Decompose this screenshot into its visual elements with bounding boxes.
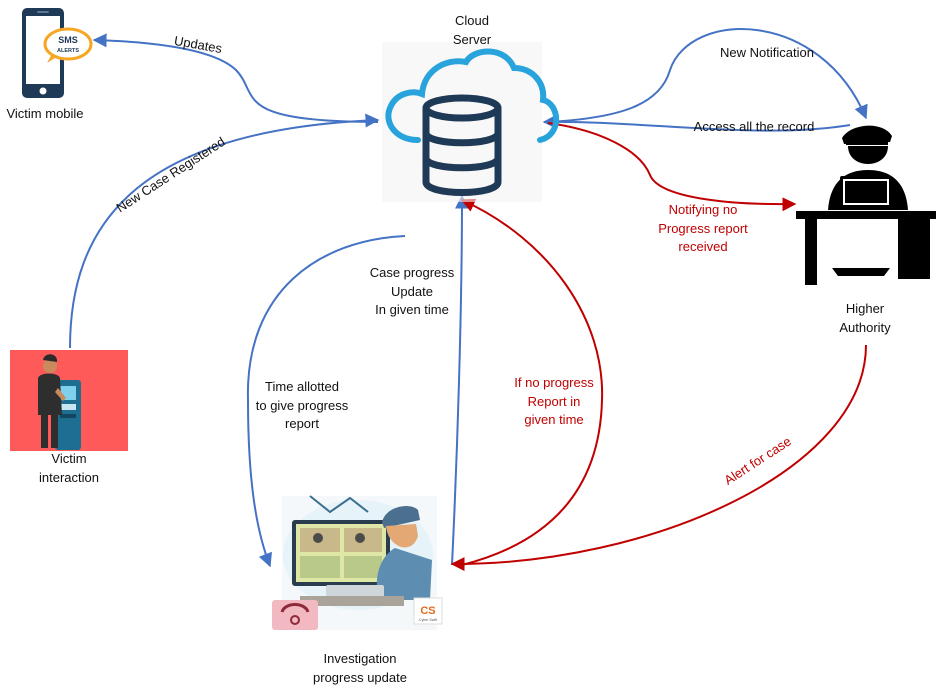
access-all-record-label: Access all the record [693, 119, 815, 134]
cloud-database-icon [382, 42, 559, 202]
investigation-label: Investigation progress update [313, 651, 407, 685]
edge-if-no-progress [460, 198, 604, 566]
sms-badge-subtext: ALERTS [57, 48, 79, 54]
edge-notifying-no-progress [547, 122, 797, 212]
new-notification-label: New Notification [720, 45, 814, 60]
cyber-swift-logo-subtext: Cyber Swift [419, 618, 437, 622]
victim-interaction-label: Victim interaction [39, 451, 99, 485]
edge-access-all-record [542, 114, 851, 132]
police-officer-laptop-icon [796, 125, 936, 285]
case-progress-update-label: Case progress Update In given time [369, 265, 455, 317]
time-allotted-label: Time allotted to give progress report [255, 379, 349, 431]
edge-case-progress-update [451, 194, 469, 566]
higher-authority-label: Higher Authority [839, 301, 891, 335]
edge-alert-for-case [450, 344, 867, 572]
person-at-kiosk-icon [10, 350, 128, 451]
sms-badge-text: SMS [58, 35, 78, 45]
edge-new-notification [547, 28, 868, 123]
edge-updates [92, 33, 379, 123]
edge-new-case-registered [69, 113, 380, 349]
notifying-no-progress-label: Notifying no Progress report received [658, 202, 748, 254]
if-no-progress-label: If no progress Report in given time [514, 375, 594, 427]
cloud-server-label: Cloud Server [452, 13, 492, 47]
edge-time-allotted [246, 235, 406, 568]
cyber-swift-logo-text: CS [420, 605, 435, 617]
smartphone-sms-icon: SMS ALERTS [22, 8, 93, 98]
victim-mobile-label: Victim mobile [6, 106, 84, 121]
officer-at-computer-icon: CS Cyber Swift [272, 495, 443, 630]
